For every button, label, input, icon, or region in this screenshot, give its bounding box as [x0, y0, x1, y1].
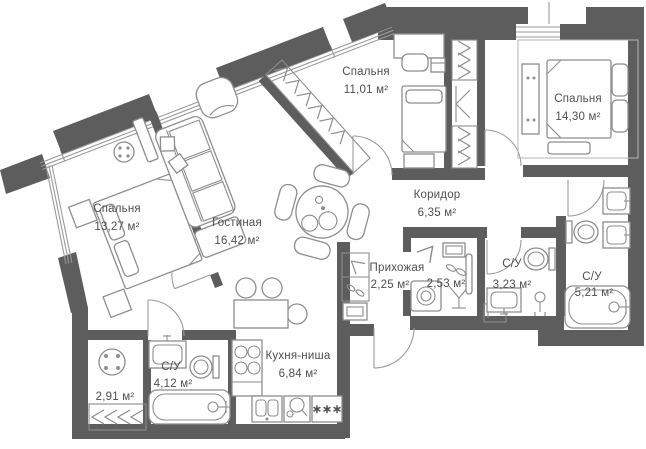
sink-icon	[602, 221, 631, 249]
room-area-bath-guest: 3,23 м²	[493, 279, 532, 291]
room-name-bedroom-right: Спальня	[554, 93, 602, 105]
room-name-bedroom-top: Спальня	[342, 66, 390, 78]
dressing-fixtures	[88, 348, 147, 431]
sink-icon	[148, 335, 187, 369]
wardrobe-strip	[451, 39, 478, 169]
window-top	[516, 24, 560, 40]
room-name-bedroom-left: Спальня	[93, 203, 141, 215]
room-area-living: 16,42 м²	[214, 235, 259, 247]
stove-icon	[231, 339, 263, 397]
bath-master-fixtures	[483, 187, 631, 329]
room-area-entry-hall: 2,25 м²	[371, 279, 410, 291]
room-area-kitchen: 6,84 м²	[279, 368, 318, 380]
door-bedroom-right	[484, 129, 522, 167]
door-bath-master	[567, 179, 605, 217]
kitchen-fixtures: ∗∗∗	[231, 277, 343, 423]
room-area-bath-master: 5,21 м²	[575, 287, 614, 299]
door-entrance	[373, 327, 415, 369]
room-labels: Спальня 13,27 м² Гостиная 16,42 м² Спаль…	[93, 66, 613, 403]
room-name-kitchen: Кухня-ниша	[265, 350, 330, 362]
room-area-bedroom-right: 14,30 м²	[555, 111, 600, 123]
bedroom-left-furniture	[67, 173, 203, 319]
wardrobe-diagonal	[264, 59, 371, 174]
hall-closet-fixtures	[410, 240, 473, 312]
bathtub-icon	[148, 389, 231, 425]
shower-drain-icon	[534, 291, 546, 316]
room-area-dressing: 2,91 м²	[96, 391, 135, 403]
exterior-walls	[0, 2, 644, 439]
room-name-entry-hall: Прихожая	[370, 262, 425, 274]
bath-left-fixtures	[148, 335, 231, 425]
sink-icon	[486, 287, 522, 315]
bathtub-icon	[564, 285, 631, 329]
room-name-bath-guest: С/У	[502, 258, 522, 270]
bedroom-right-furniture	[517, 39, 639, 159]
toilet-icon	[189, 355, 220, 379]
cooktop-utensil-icon	[283, 395, 311, 423]
door-bedroom-top	[352, 135, 393, 176]
door-bath-left-zone	[147, 299, 185, 337]
bath-guest-fixtures	[486, 247, 556, 316]
toilet-icon	[523, 247, 556, 271]
side-table	[113, 141, 135, 163]
dining-table	[274, 164, 370, 260]
room-area-corridor: 6,35 м²	[418, 207, 457, 219]
fridge-icon: ∗∗∗	[311, 395, 343, 423]
toilet-icon	[565, 220, 599, 244]
room-area-hall-closet: 2,53 м²	[427, 278, 466, 290]
electric-panel-icon	[342, 302, 368, 321]
room-name-living: Гостиная	[212, 217, 262, 229]
armchair	[195, 76, 239, 119]
room-name-corridor: Коридор	[414, 189, 461, 201]
window-west	[45, 164, 73, 265]
bedroom-top-furniture	[393, 33, 447, 169]
kitchen-sink-icon	[251, 395, 283, 423]
washer-icon	[410, 280, 442, 312]
room-area-bath-left: 4,12 м²	[154, 378, 193, 390]
room-area-bedroom-top: 11,01 м²	[344, 84, 388, 96]
wardrobe-door-icon	[455, 86, 471, 122]
room-area-bedroom-left: 13,27 м²	[94, 221, 139, 233]
room-name-bath-left: С/У	[161, 361, 181, 373]
sink-icon	[602, 187, 631, 215]
tv-bench	[132, 117, 159, 163]
fridge-symbol: ∗∗∗	[312, 402, 342, 416]
sofa	[155, 115, 247, 258]
entry-hall-fixtures	[341, 252, 370, 321]
room-name-bath-master: С/У	[582, 271, 602, 283]
door-bath-guest	[486, 239, 522, 275]
